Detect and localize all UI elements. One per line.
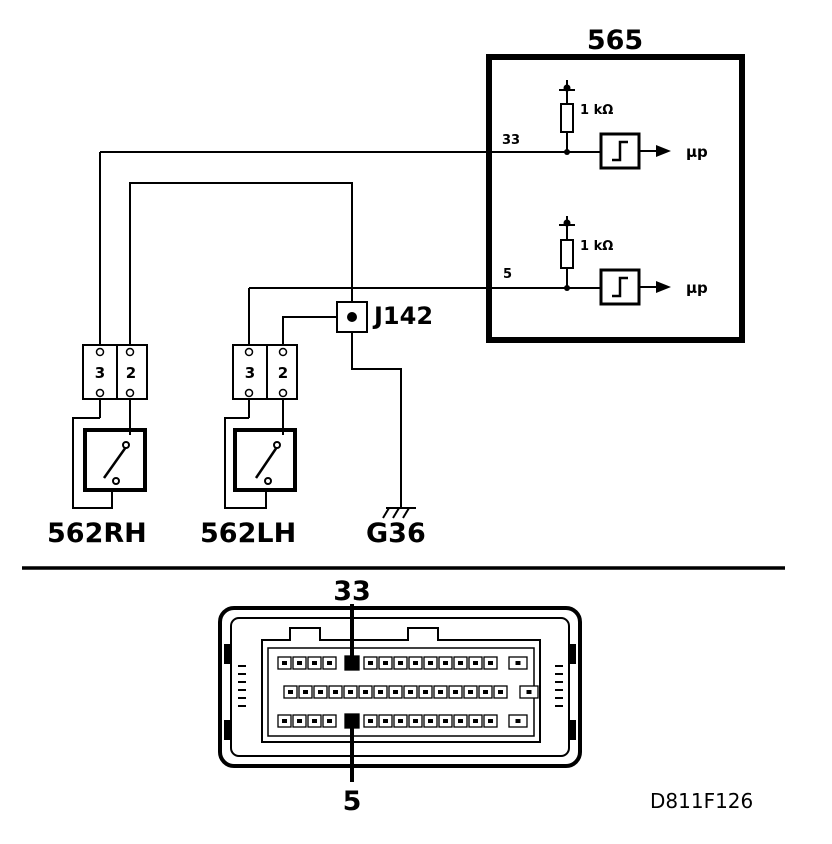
pin-mark <box>303 690 308 694</box>
pin-mark <box>408 690 413 694</box>
pin-mark <box>383 719 388 723</box>
resistor-upper-label: 1 kΩ <box>580 103 613 118</box>
pin-mark <box>297 719 302 723</box>
pin-mark <box>318 690 323 694</box>
pin-mark <box>363 690 368 694</box>
junction-j142: J142 <box>336 301 433 333</box>
pin-mark <box>428 661 433 665</box>
pin-mark <box>443 661 448 665</box>
pin-mark <box>438 690 443 694</box>
pin-mark <box>393 690 398 694</box>
pin-mark <box>453 690 458 694</box>
pin-mark <box>473 661 478 665</box>
pin-mark <box>378 690 383 694</box>
pin-mark <box>288 690 293 694</box>
module-label: 565 <box>587 25 643 56</box>
pin-5-callout: 5 <box>343 720 362 817</box>
output-upper-label: μp <box>686 143 708 161</box>
pin-mark <box>383 661 388 665</box>
connector-pin-rows <box>277 655 539 729</box>
pin-mark <box>333 690 338 694</box>
pin-mark <box>368 719 373 723</box>
pin-mark <box>423 690 428 694</box>
pin-mark <box>468 690 473 694</box>
pin-mark <box>488 719 493 723</box>
pin-mark <box>327 661 332 665</box>
resistor-upper <box>560 103 574 133</box>
pin-mark <box>297 661 302 665</box>
pin-upper-label: 33 <box>502 133 520 148</box>
connector-lh-pin3: 3 <box>245 364 255 382</box>
pin-mark <box>458 661 463 665</box>
pin-mark <box>348 690 353 694</box>
pin-mark <box>443 719 448 723</box>
wiring <box>99 152 402 508</box>
pin-mark <box>483 690 488 694</box>
pin-mark <box>282 719 287 723</box>
pin-mark <box>398 661 403 665</box>
connector-rh: 3 2 <box>82 344 148 400</box>
switch-lh-label: 562LH <box>200 518 296 549</box>
arrow-upper-icon <box>656 145 671 157</box>
ecu-connector-face <box>218 606 582 768</box>
switch-562lh <box>224 399 297 509</box>
pin-mark <box>515 661 521 665</box>
module-565: 565 <box>486 25 745 343</box>
pin-mark <box>498 690 503 694</box>
figure-id: D811F126 <box>650 789 753 813</box>
junction-label: J142 <box>372 302 433 330</box>
pin-mark <box>327 719 332 723</box>
ground-label: G36 <box>366 518 426 549</box>
upper-channel: 33 1 kΩ μp <box>100 80 708 170</box>
pin-mark <box>488 661 493 665</box>
pin-mark <box>398 719 403 723</box>
connector-top-pin-label: 33 <box>333 576 371 607</box>
pin-mark <box>428 719 433 723</box>
connector-lh-pin2: 2 <box>278 364 288 382</box>
ground-g36-icon <box>382 507 416 519</box>
pin-mark <box>515 719 521 723</box>
pin-mark <box>312 661 317 665</box>
pin-mark <box>312 719 317 723</box>
connector-lh: 3 2 <box>232 344 298 400</box>
resistor-lower <box>560 239 574 269</box>
resistor-lower-label: 1 kΩ <box>580 239 613 254</box>
pin-mark <box>473 719 478 723</box>
switch-rh-label: 562RH <box>47 518 147 549</box>
connector-bottom-pin-label: 5 <box>343 786 362 817</box>
output-lower-label: μp <box>686 279 708 297</box>
pin-mark <box>413 661 418 665</box>
connector-rh-pin2: 2 <box>126 364 136 382</box>
pin-mark <box>413 719 418 723</box>
pin-mark <box>458 719 463 723</box>
pin-mark <box>282 661 287 665</box>
pin-33-callout: 33 <box>333 576 371 660</box>
pin-lower-label: 5 <box>503 267 512 282</box>
pin-mark <box>526 690 532 694</box>
switch-562rh <box>72 399 147 509</box>
arrow-lower-icon <box>656 281 671 293</box>
connector-rh-pin3: 3 <box>95 364 105 382</box>
pin-mark <box>368 661 373 665</box>
lower-channel: 5 1 kΩ μp <box>249 216 708 306</box>
